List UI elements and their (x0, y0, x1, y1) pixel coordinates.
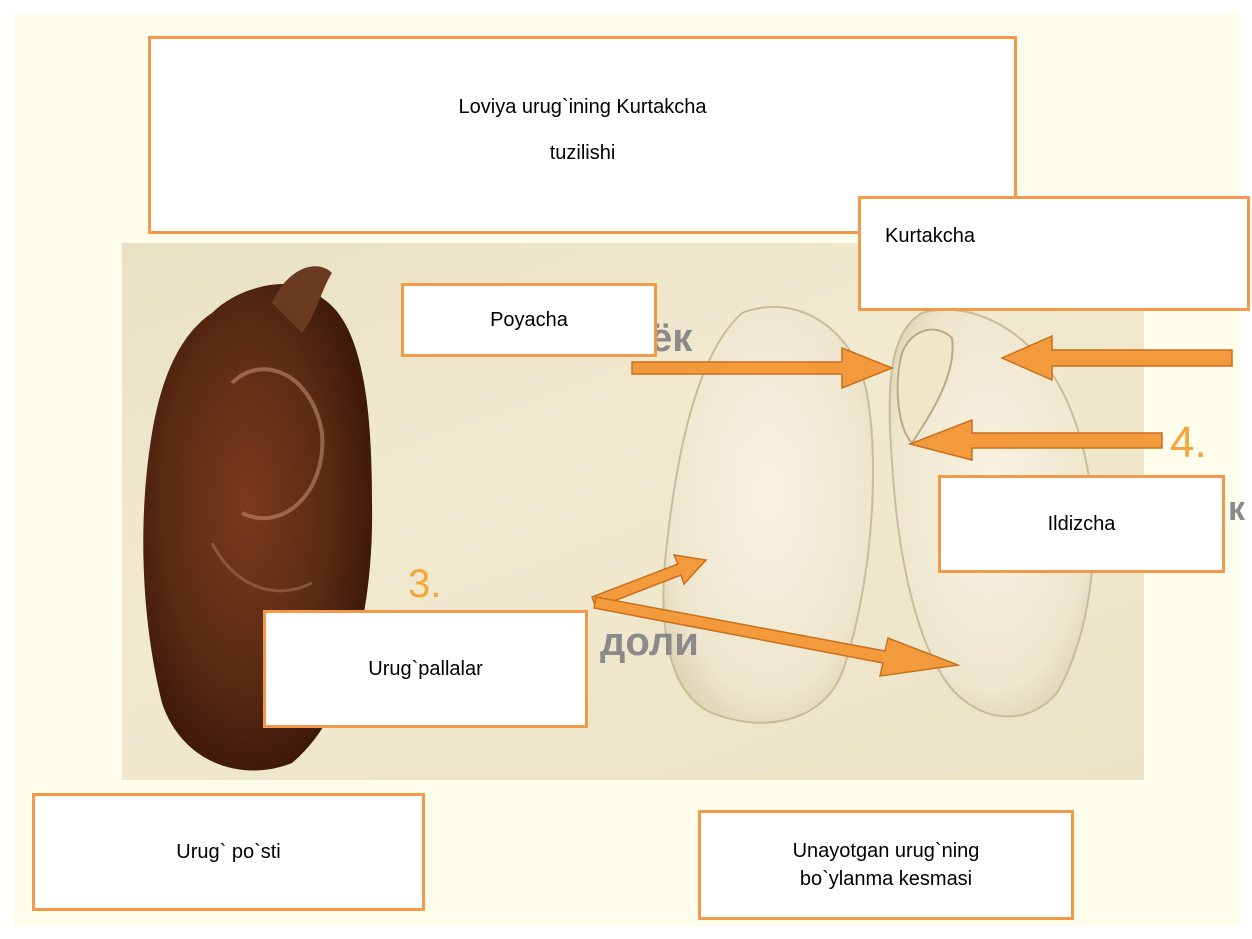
unayotgan-line-2: bo`ylanma kesmasi (800, 865, 972, 893)
urugpallalar-label-box: Urug`pallalar (263, 610, 588, 728)
poyacha-arrow (632, 348, 892, 388)
ildizcha-label-box: Ildizcha (938, 475, 1225, 573)
urugpallalar-arrow-lower (594, 597, 958, 676)
kurtakcha-arrow (1002, 336, 1232, 380)
title-line-1: Loviya urug`ining Kurtakcha (459, 92, 707, 122)
ildizcha-arrow (910, 420, 1162, 460)
title-line-2: tuzilishi (550, 138, 616, 168)
urug-posti-label-box: Urug` po`sti (32, 793, 425, 911)
kurtakcha-label-box: Kurtakcha (858, 196, 1250, 311)
poyacha-label: Poyacha (490, 305, 568, 335)
urugpallalar-label: Urug`pallalar (368, 654, 483, 684)
kurtakcha-label: Kurtakcha (885, 221, 975, 251)
ildizcha-label: Ildizcha (1048, 509, 1116, 539)
unayotgan-label-box: Unayotgan urug`ning bo`ylanma kesmasi (698, 810, 1074, 920)
urug-posti-label: Urug` po`sti (176, 837, 280, 867)
unayotgan-line-1: Unayotgan urug`ning (793, 837, 980, 865)
poyacha-label-box: Poyacha (401, 283, 657, 357)
